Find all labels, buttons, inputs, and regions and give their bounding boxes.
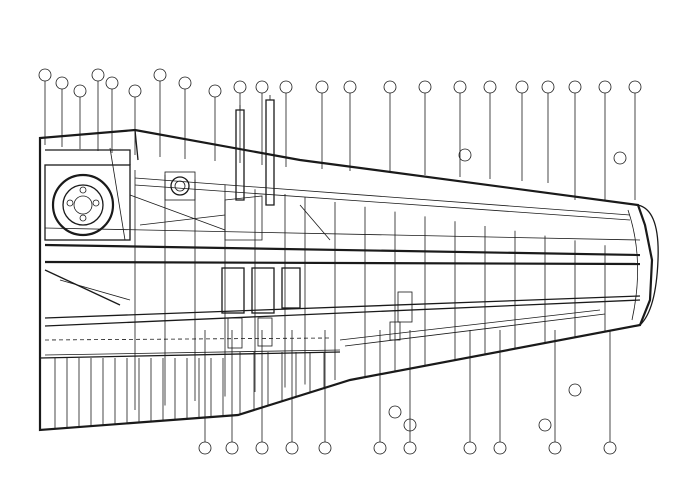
callout-marker <box>568 383 582 397</box>
callout-marker <box>388 405 402 419</box>
top-station-marker <box>315 80 329 169</box>
round-fitting <box>164 171 196 201</box>
bottom-station-marker <box>493 330 507 455</box>
bottom-station-marker <box>463 330 477 455</box>
top-station-marker <box>628 80 642 200</box>
rib-lines <box>134 170 606 410</box>
bottom-station-marker <box>373 330 387 455</box>
top-station-marker <box>73 84 87 149</box>
spar-lines <box>44 177 641 356</box>
ammunition-bays <box>221 267 413 349</box>
bottom-station-marker <box>285 330 299 455</box>
top-station-marker <box>208 84 222 161</box>
callout-marker <box>613 151 627 165</box>
bottom-station-marker <box>198 330 212 455</box>
top-station-markers <box>38 68 642 200</box>
top-station-marker <box>453 80 467 177</box>
top-station-marker <box>178 76 192 159</box>
bottom-station-marker <box>255 330 269 455</box>
flap-section <box>39 351 341 429</box>
top-station-marker <box>515 80 529 181</box>
bottom-station-markers <box>198 148 627 455</box>
gun-barrels <box>235 95 275 206</box>
top-station-marker <box>233 80 247 163</box>
top-station-marker <box>541 80 555 183</box>
top-station-marker <box>483 80 497 179</box>
bottom-station-marker <box>403 330 417 455</box>
top-station-marker <box>598 80 612 200</box>
top-station-marker <box>38 68 52 145</box>
top-station-marker <box>55 76 69 147</box>
bottom-station-marker <box>225 330 239 455</box>
top-station-marker <box>153 68 167 157</box>
top-station-marker <box>343 80 357 171</box>
callout-marker <box>538 418 552 432</box>
bottom-station-marker <box>318 330 332 455</box>
top-station-marker <box>279 80 293 167</box>
bottom-station-marker <box>603 330 617 455</box>
top-station-marker <box>128 84 142 155</box>
wing-outline <box>38 128 659 432</box>
top-station-marker <box>568 80 582 200</box>
landing-gear-well <box>44 147 131 241</box>
top-station-marker <box>91 68 105 151</box>
callout-marker <box>458 148 472 162</box>
inboard-bracing <box>44 194 331 306</box>
callout-marker <box>403 418 417 432</box>
bottom-station-marker <box>548 330 562 455</box>
top-station-marker <box>383 80 397 173</box>
top-station-marker <box>105 76 119 153</box>
flap-hinge-line <box>39 351 341 359</box>
top-station-marker <box>418 80 432 175</box>
aileron-hinge <box>339 309 606 347</box>
